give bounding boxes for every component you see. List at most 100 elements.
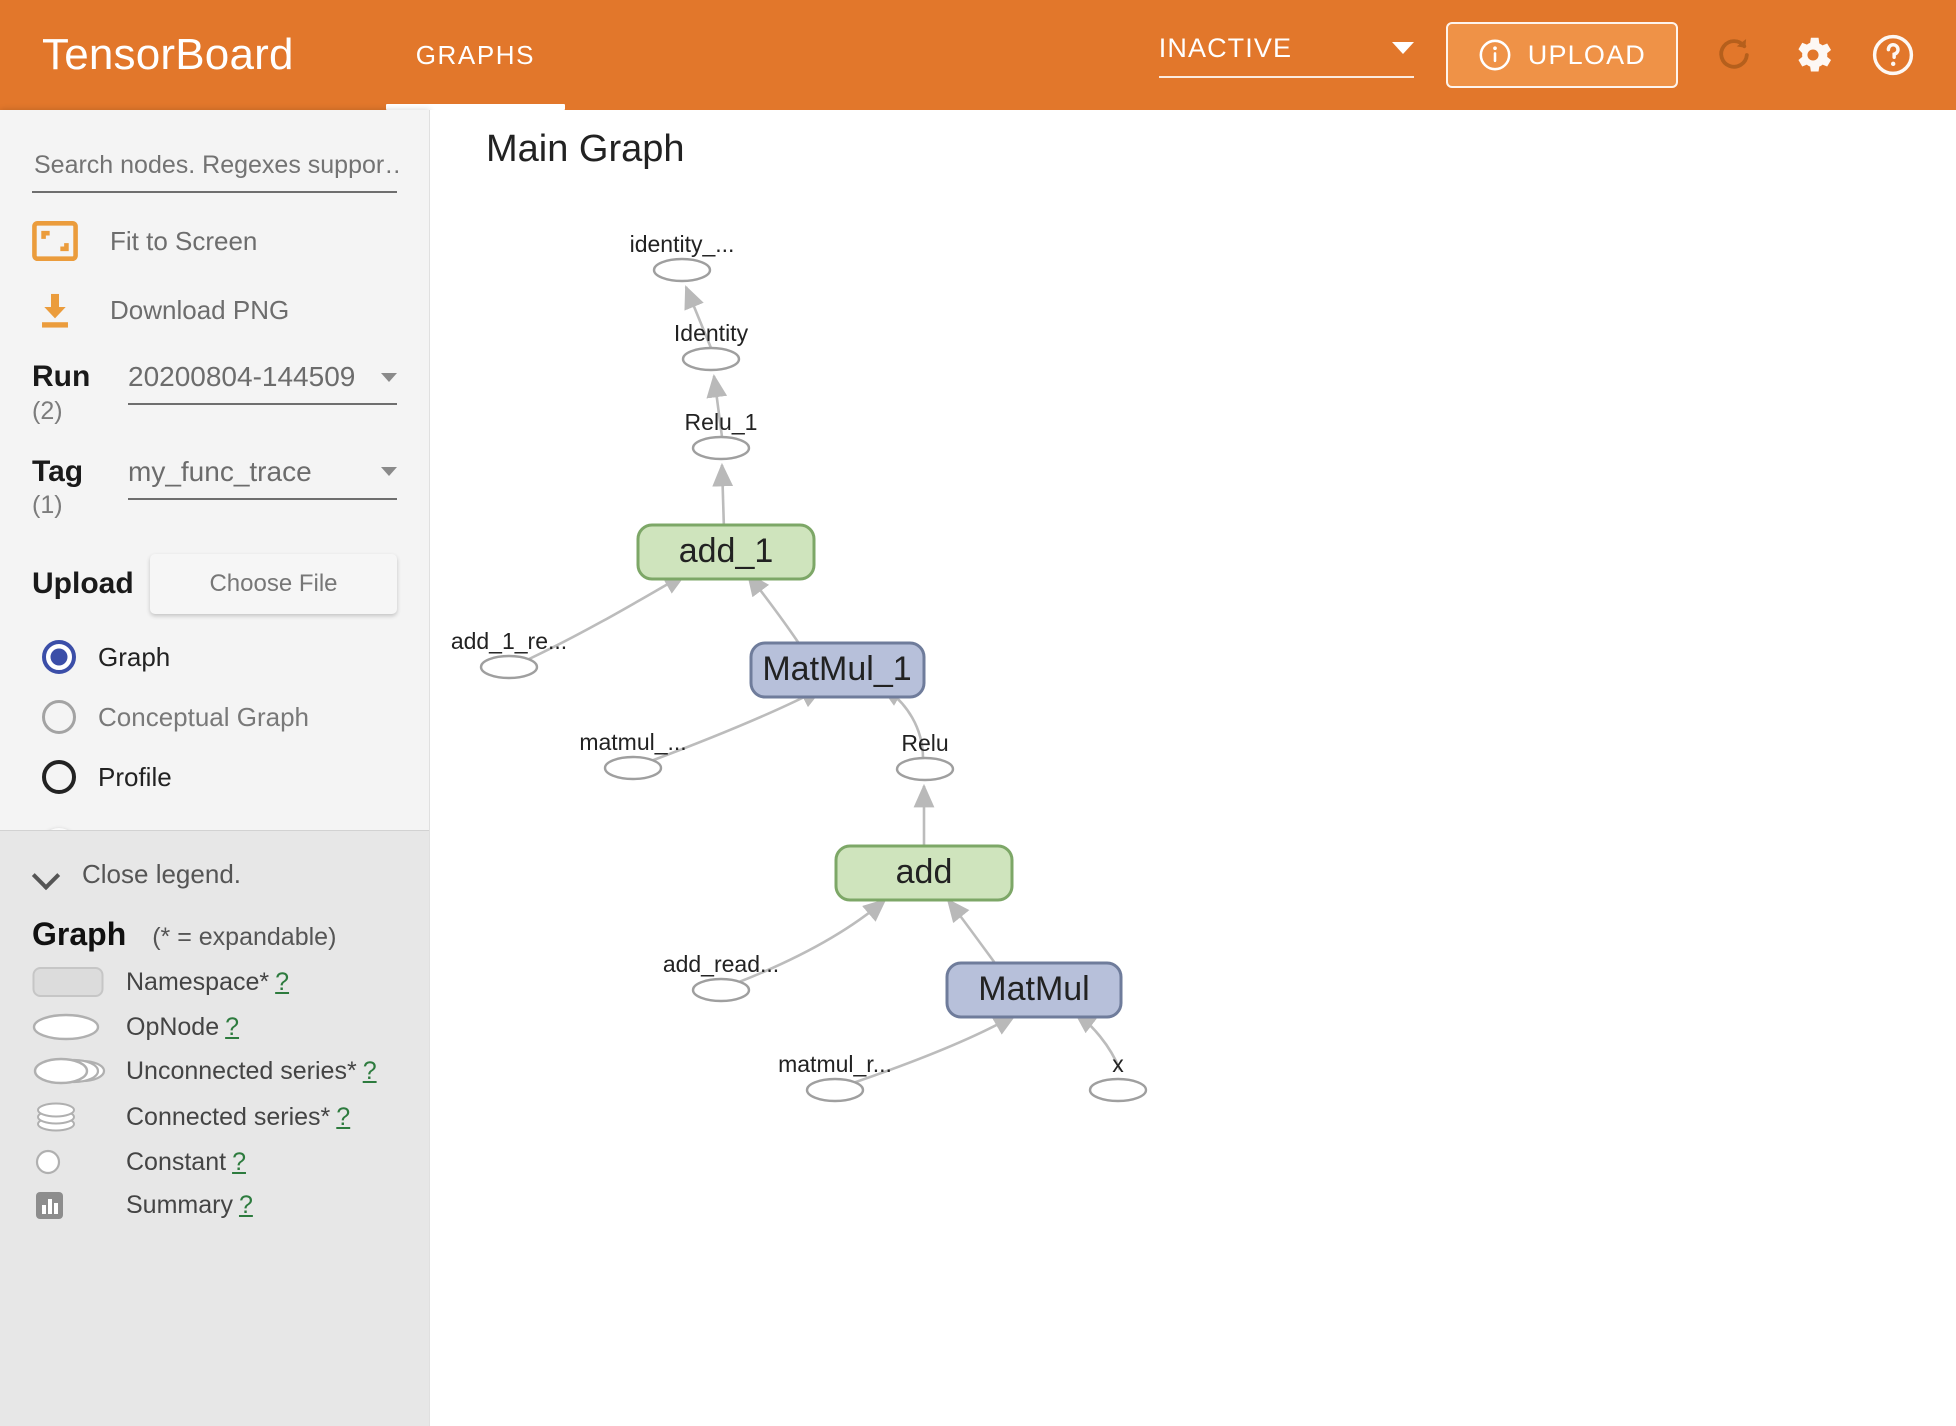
- edge-matmul1-to-add1: [746, 572, 804, 649]
- node-MatMul_1[interactable]: [749, 641, 926, 699]
- run-selector-row: Run (2) 20200804-144509: [32, 361, 397, 426]
- node-add_1_read[interactable]: [479, 654, 539, 680]
- fit-to-screen-button[interactable]: Fit to Screen: [32, 221, 397, 261]
- header-controls: INACTIVE UPLOAD: [1158, 22, 1956, 88]
- legend-item-namespace: Namespace*?: [32, 965, 397, 999]
- node-matmul_read[interactable]: [805, 1077, 865, 1103]
- help-icon[interactable]: [1870, 32, 1916, 78]
- upload-button-label: UPLOAD: [1527, 39, 1646, 70]
- download-png-label: Download PNG: [110, 294, 290, 325]
- radio-conceptual-graph-label: Conceptual Graph: [98, 701, 310, 732]
- legend-label-namespace: Namespace*: [126, 967, 270, 996]
- radio-profile-label: Profile: [98, 761, 172, 792]
- radio-profile-indicator: [42, 760, 76, 794]
- run-status-dropdown[interactable]: INACTIVE: [1158, 33, 1414, 78]
- legend-label-summary: Summary: [126, 1190, 233, 1219]
- unconnected-series-icon: [32, 1055, 126, 1087]
- search-field[interactable]: [32, 150, 401, 193]
- legend-label-connected-series: Connected series*: [126, 1102, 331, 1131]
- label-add_read: add_read...: [663, 951, 779, 977]
- legend-panel: Close legend. Graph (* = expandable) Nam…: [0, 830, 429, 1426]
- upload-button[interactable]: UPLOAD: [1445, 22, 1678, 88]
- node-x[interactable]: [1088, 1077, 1148, 1103]
- node-add[interactable]: [834, 844, 1014, 902]
- chevron-down-icon: [381, 467, 397, 476]
- graph-svg[interactable]: identity_... Identity Relu_1 add_1_re...…: [430, 110, 1956, 1426]
- node-identity_1[interactable]: [652, 257, 712, 283]
- radio-graph[interactable]: Graph: [32, 640, 397, 674]
- node-add_read[interactable]: [691, 977, 751, 1003]
- node-matmul_1_read[interactable]: [603, 755, 663, 781]
- namespace-rect-icon: [32, 965, 126, 999]
- radio-conceptual-graph[interactable]: Conceptual Graph: [32, 700, 397, 734]
- graph-op-labels: identity_... Identity Relu_1 add_1_re...…: [451, 231, 1124, 1077]
- help-link-namespace[interactable]: ?: [275, 967, 290, 996]
- connected-series-icon: [32, 1099, 126, 1135]
- run-dropdown[interactable]: 20200804-144509: [128, 361, 397, 405]
- choose-file-button[interactable]: Choose File: [150, 554, 397, 614]
- legend-item-opnode: OpNode?: [32, 1011, 397, 1043]
- tag-dropdown[interactable]: my_func_trace: [128, 456, 397, 500]
- help-link-opnode[interactable]: ?: [225, 1012, 240, 1041]
- radio-conceptual-graph-indicator: [42, 700, 76, 734]
- label-matmul_read: matmul_r...: [778, 1051, 892, 1077]
- fit-to-screen-icon: [32, 221, 84, 261]
- node-add_1[interactable]: [636, 523, 816, 581]
- help-link-unconnected-series[interactable]: ?: [362, 1056, 377, 1085]
- edge-add1-to-relu1: [712, 462, 734, 531]
- node-MatMul[interactable]: [945, 961, 1123, 1019]
- label-identity_1: identity_...: [630, 231, 735, 257]
- gear-icon[interactable]: [1790, 32, 1836, 78]
- tab-bar: GRAPHS: [385, 0, 566, 110]
- download-icon: [32, 289, 84, 331]
- run-count: (2): [32, 396, 63, 425]
- tag-selector-row: Tag (1) my_func_trace: [32, 454, 397, 521]
- radio-graph-label: Graph: [98, 641, 171, 672]
- label-Relu: Relu: [901, 730, 948, 756]
- search-input[interactable]: [32, 150, 401, 181]
- legend-item-connected-series: Connected series*?: [32, 1099, 397, 1135]
- node-Relu_1[interactable]: [691, 435, 751, 461]
- info-icon: [1478, 38, 1512, 72]
- help-link-connected-series[interactable]: ?: [336, 1102, 351, 1131]
- constant-circle-icon: [32, 1147, 126, 1177]
- graph-canvas[interactable]: Main Graph: [430, 110, 1956, 1426]
- label-matmul_1_read: matmul_...: [579, 729, 686, 755]
- help-link-constant[interactable]: ?: [232, 1147, 246, 1176]
- legend-title: Graph: [32, 916, 127, 952]
- help-link-summary[interactable]: ?: [238, 1190, 253, 1219]
- fit-to-screen-label: Fit to Screen: [110, 225, 258, 256]
- edge-identity-to-identity1: [684, 285, 713, 349]
- left-sidebar: Fit to Screen Download PNG Run (2) 20200…: [0, 110, 430, 1426]
- run-value: 20200804-144509: [128, 361, 356, 392]
- radio-profile[interactable]: Profile: [32, 760, 397, 794]
- edge-add1read-to-add1: [526, 572, 687, 662]
- tab-graphs[interactable]: GRAPHS: [385, 0, 566, 110]
- edge-addread-to-add: [738, 898, 887, 984]
- label-Relu_1: Relu_1: [685, 409, 758, 435]
- label-x: x: [1112, 1051, 1124, 1077]
- tag-label: Tag: [32, 454, 84, 488]
- legend-note: (* = expandable): [152, 923, 337, 951]
- legend-item-summary: Summary?: [32, 1189, 397, 1221]
- node-Relu[interactable]: [895, 756, 955, 782]
- edge-relu1-to-identity: [706, 373, 728, 438]
- close-legend-button[interactable]: Close legend.: [32, 859, 397, 890]
- download-png-button[interactable]: Download PNG: [32, 289, 397, 331]
- chevron-down-icon: [381, 372, 397, 382]
- graph-group-nodes[interactable]: add_1 MatMul_1 add MatMul: [636, 523, 1123, 1019]
- label-add: add: [896, 853, 953, 891]
- tab-active-underline: [385, 104, 566, 110]
- run-label: Run: [32, 360, 91, 393]
- label-MatMul_1: MatMul_1: [762, 650, 911, 688]
- app-brand: TensorBoard: [42, 30, 294, 79]
- edge-matmul-to-add: [946, 898, 1002, 971]
- graph-op-nodes[interactable]: [479, 257, 1148, 1103]
- legend-item-unconnected-series: Unconnected series*?: [32, 1055, 397, 1087]
- tag-count: (1): [32, 491, 63, 519]
- legend-label-unconnected-series: Unconnected series*: [126, 1056, 357, 1085]
- refresh-icon[interactable]: [1712, 33, 1756, 77]
- tag-value: my_func_trace: [128, 455, 312, 487]
- summary-icon: [32, 1189, 126, 1221]
- node-Identity[interactable]: [681, 346, 741, 372]
